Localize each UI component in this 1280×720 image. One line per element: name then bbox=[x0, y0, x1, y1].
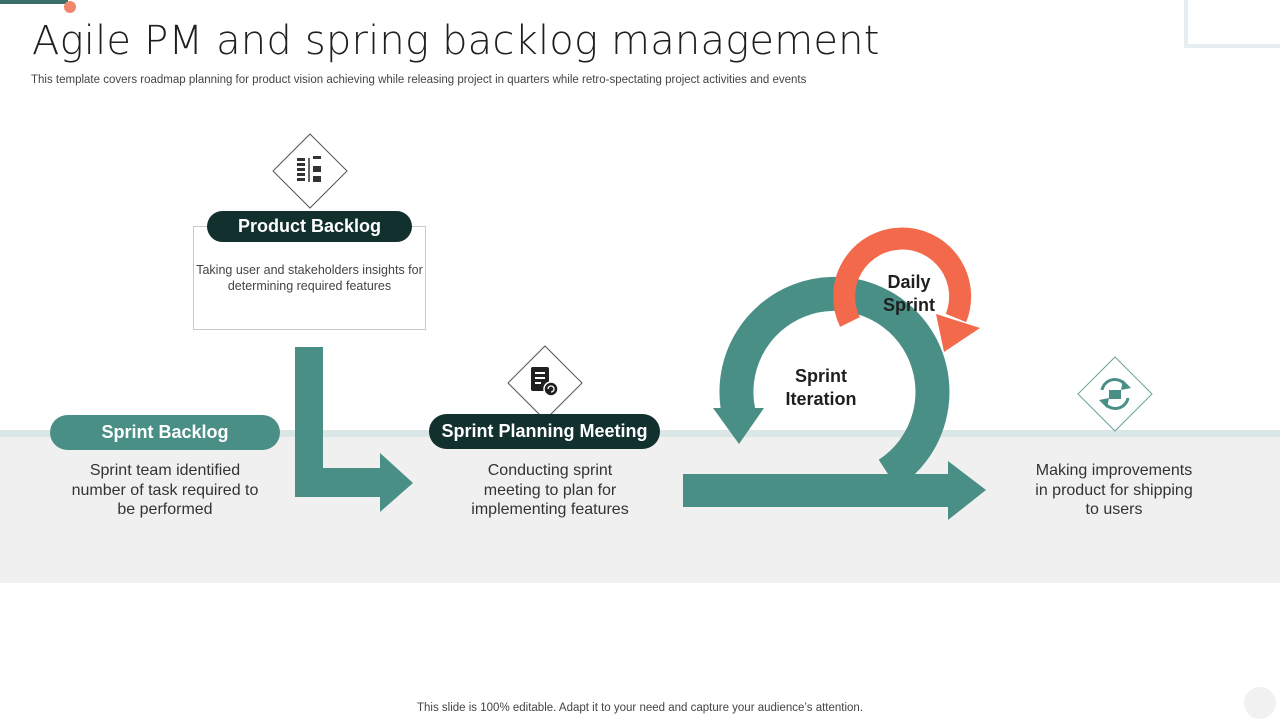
product-backlog-description: Taking user and stakeholders insights fo… bbox=[196, 263, 423, 293]
sprint-iteration-label: Sprint Iteration bbox=[785, 366, 857, 409]
planning-document-icon bbox=[507, 345, 583, 421]
improvements-description: Making improvements in product for shipp… bbox=[1035, 462, 1193, 518]
sprint-iteration-loop bbox=[713, 276, 950, 489]
daily-sprint-loop bbox=[833, 227, 980, 352]
sprint-planning-label: Sprint Planning Meeting bbox=[429, 414, 660, 449]
product-backlog-box bbox=[193, 226, 426, 330]
product-backlog-label: Product Backlog bbox=[207, 211, 412, 242]
sprint-planning-description: Conducting sprint meeting to plan for im… bbox=[471, 462, 629, 518]
daily-sprint-label: Daily Sprint bbox=[883, 272, 935, 315]
l-arrow bbox=[295, 347, 413, 512]
corner-accent-dot bbox=[64, 1, 76, 13]
corner-circle-decoration bbox=[1244, 687, 1276, 719]
page-subtitle: This template covers roadmap planning fo… bbox=[31, 74, 807, 86]
sprint-backlog-description: Sprint team identified number of task re… bbox=[71, 462, 259, 518]
shipping-cycle-icon bbox=[1077, 356, 1153, 432]
sprint-backlog-label: Sprint Backlog bbox=[50, 415, 280, 450]
corner-accent-bar bbox=[0, 0, 68, 4]
page-title: Agile PM and spring backlog management bbox=[32, 18, 880, 64]
footer-note: This slide is 100% editable. Adapt it to… bbox=[416, 702, 864, 714]
corner-frame-decoration bbox=[1184, 0, 1280, 48]
process-band bbox=[0, 437, 1280, 583]
backlog-list-icon bbox=[272, 133, 348, 209]
iteration-arrow bbox=[683, 461, 986, 520]
